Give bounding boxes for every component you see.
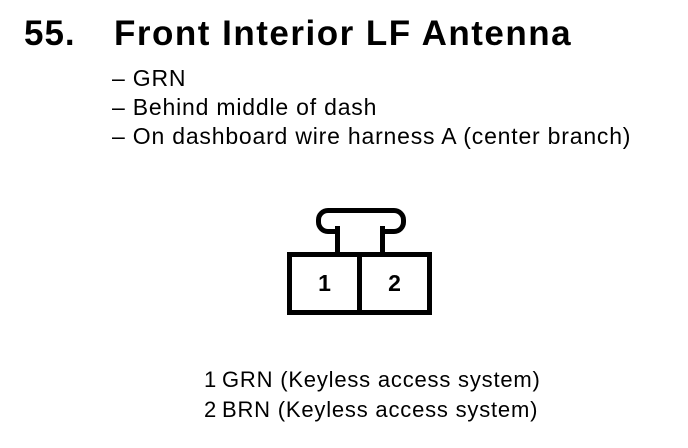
connector-body: 1 2: [287, 252, 432, 315]
connector-latch-neck: [335, 226, 385, 252]
legend-pin-1-label: GRN (Keyless access system): [222, 367, 541, 392]
connector-pin-cavity-2: 2: [357, 257, 427, 310]
legend-pin-1-number: 1: [204, 367, 218, 392]
pin-1-number: 1: [318, 270, 331, 296]
note-wire-color: – GRN: [112, 65, 187, 91]
note-harness: – On dashboard wire harness A (center br…: [112, 123, 632, 149]
notes-list: – GRN – Behind middle of dash – On dashb…: [112, 64, 631, 151]
pin-2-number: 2: [388, 270, 401, 296]
connector-pin-cavity-1: 1: [292, 257, 357, 310]
connector-latch: [316, 208, 406, 234]
legend-pin-2-number: 2: [204, 396, 218, 422]
note-location: – Behind middle of dash: [112, 94, 378, 120]
item-number: 55.: [24, 14, 76, 53]
page-title: Front Interior LF Antenna: [114, 14, 573, 53]
legend-pin-2-label: BRN (Keyless access system): [222, 396, 539, 422]
